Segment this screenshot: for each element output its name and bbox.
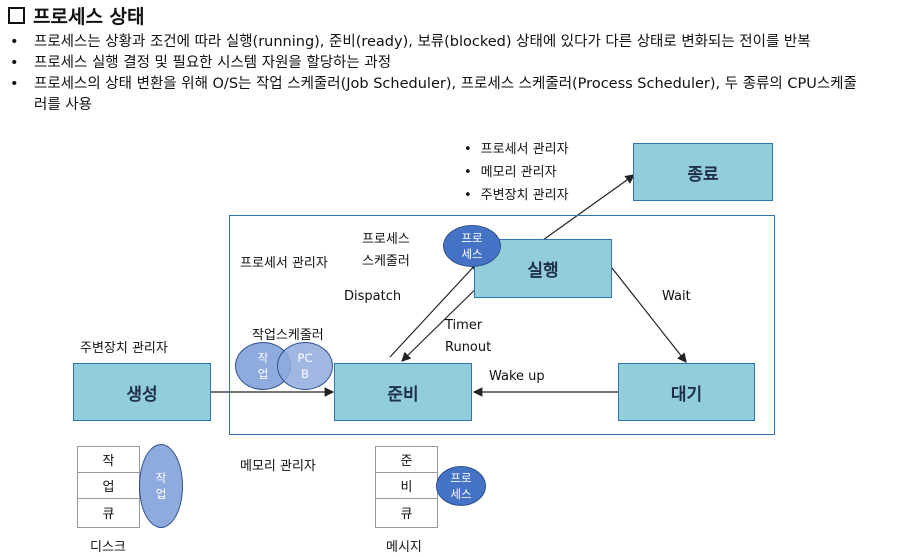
process-scheduler-label-1: 프로세스 xyxy=(362,232,410,247)
queue-cell: 준 xyxy=(376,447,437,473)
state-create: 생성 xyxy=(73,363,211,421)
running-to-exit-arrow xyxy=(542,174,635,241)
managers-list-item: 프로세서 관리자 xyxy=(464,138,569,161)
peripheral-manager-label: 주변장치 관리자 xyxy=(80,341,168,356)
managers-list-item: 주변장치 관리자 xyxy=(464,184,569,207)
memory-manager-label: 메모리 관리자 xyxy=(240,459,316,474)
title-text: 프로세스 상태 xyxy=(33,6,145,28)
description-list: • 프로세스는 상황과 조건에 따라 실행(running), 준비(ready… xyxy=(10,32,890,116)
description-item: • 프로세스의 상태 변환을 위해 O/S는 작업 스케줄러(Job Sched… xyxy=(10,74,890,116)
process-scheduler-label-2: 스케줄러 xyxy=(362,254,410,269)
queue-cell: 업 xyxy=(78,473,139,499)
queue-cell: 비 xyxy=(376,473,437,499)
managers-list: 프로세서 관리자 메모리 관리자 주변장치 관리자 xyxy=(464,138,569,207)
processor-manager-label: 프로세서 관리자 xyxy=(240,256,328,271)
queue-cell: 큐 xyxy=(400,506,413,522)
state-exit: 종료 xyxy=(633,143,773,201)
dispatch-label: Dispatch xyxy=(344,289,402,304)
bullet-icon: • xyxy=(10,76,19,92)
wait-label: Wait xyxy=(662,289,691,304)
bullet-icon: • xyxy=(10,34,19,50)
state-wait: 대기 xyxy=(618,363,755,421)
bullet-icon: • xyxy=(10,55,19,71)
wakeup-label: Wake up xyxy=(489,369,545,384)
state-ready: 준비 xyxy=(334,363,472,421)
disk-label: 디스크 xyxy=(90,540,126,555)
process-scheduler-frame xyxy=(229,215,775,435)
job-queue: 작 업 큐 xyxy=(77,446,140,528)
ready-queue: 준 비 큐 xyxy=(375,446,438,528)
runout-label: Runout xyxy=(445,340,492,355)
managers-list-item: 메모리 관리자 xyxy=(464,161,569,184)
checkbox-square-icon xyxy=(8,7,25,24)
description-item: • 프로세스 실행 결정 및 필요한 시스템 자원을 할당하는 과정 xyxy=(10,53,890,74)
queue-cell: 작 xyxy=(78,447,139,473)
job-scheduler-label: 작업스케줄러 xyxy=(252,328,324,343)
wait-arrow xyxy=(611,267,687,363)
description-item: • 프로세스는 상황과 조건에 따라 실행(running), 준비(ready… xyxy=(10,32,890,53)
dispatch-arrow xyxy=(389,261,479,358)
page-title: 프로세스 상태 xyxy=(8,2,145,29)
queue-cell: 큐 xyxy=(102,506,115,522)
timer-label: Timer xyxy=(445,318,483,333)
message-label: 메시지 xyxy=(386,540,422,555)
